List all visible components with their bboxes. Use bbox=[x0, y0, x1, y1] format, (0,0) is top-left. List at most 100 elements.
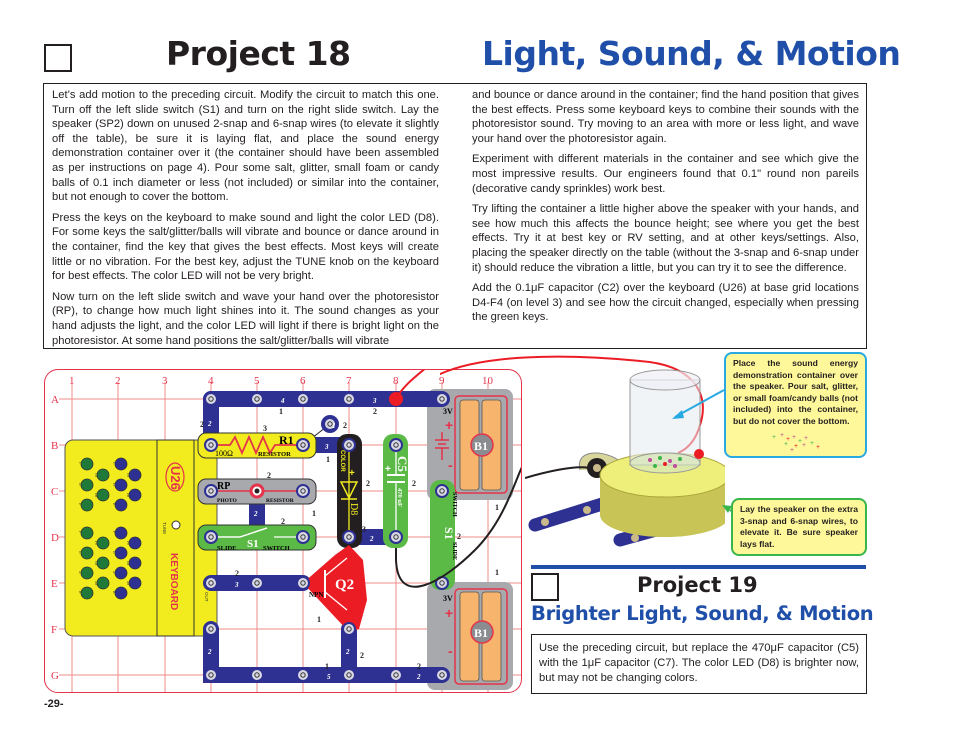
snap-stud bbox=[296, 668, 310, 682]
grid-col-label: 3 bbox=[162, 375, 168, 387]
grid-col-label: 10 bbox=[482, 375, 494, 387]
blue-key[interactable] bbox=[128, 488, 142, 502]
project-18-checkbox[interactable] bbox=[44, 44, 72, 72]
cap-value: 470 uF bbox=[396, 488, 403, 507]
green-key[interactable] bbox=[80, 457, 94, 471]
key-label: F bbox=[78, 531, 82, 533]
level-label: 1 bbox=[326, 455, 330, 464]
snap-stud bbox=[389, 530, 403, 544]
resistor-id: R1 bbox=[279, 433, 294, 447]
blue-key[interactable] bbox=[114, 526, 128, 540]
svg-text:+: + bbox=[790, 446, 794, 453]
grid-row-label: G bbox=[51, 670, 59, 682]
green-key[interactable] bbox=[80, 546, 94, 560]
keyboard-u26: U26 TUNE KEYBOARD OUT CDEFGABC#D#F#G#A# … bbox=[64, 439, 218, 637]
grid-row-label: E bbox=[51, 578, 58, 590]
level-label: 2 bbox=[235, 569, 239, 578]
key-label: C bbox=[112, 462, 116, 465]
blue-key[interactable] bbox=[114, 457, 128, 471]
project-19-label: Project 19 bbox=[637, 573, 758, 597]
svg-text:+: + bbox=[794, 442, 798, 450]
green-key[interactable] bbox=[96, 536, 110, 550]
circuit-diagram: 1 2 3 4 5 6 7 8 9 10 A B C D E F G U26 T… bbox=[44, 369, 522, 693]
instructions-right-column: and bounce or dance around in the contai… bbox=[472, 88, 859, 331]
key-label: B bbox=[78, 591, 82, 594]
blue-key[interactable] bbox=[114, 586, 128, 600]
speaker-callout: Lay the speaker on the extra 3-snap and … bbox=[731, 498, 867, 556]
blue-key[interactable] bbox=[114, 566, 128, 580]
battery-b1-bottom: B1 3V + - bbox=[427, 582, 513, 690]
led-label: COLOR bbox=[339, 450, 345, 472]
blue-key[interactable] bbox=[128, 576, 142, 590]
green-key[interactable] bbox=[96, 556, 110, 570]
blue-key[interactable] bbox=[128, 536, 142, 550]
snap-stud bbox=[296, 438, 310, 452]
grid-col-label: 9 bbox=[439, 375, 445, 387]
red-wire-clip bbox=[694, 449, 704, 459]
snap-studs bbox=[204, 392, 449, 682]
green-key[interactable] bbox=[80, 478, 94, 492]
key-label: A bbox=[78, 571, 82, 574]
tune-knob-icon[interactable] bbox=[171, 520, 181, 530]
switch-id: S1 bbox=[247, 538, 259, 550]
resistor-label: RESISTOR bbox=[258, 451, 291, 458]
snap-stud bbox=[342, 668, 356, 682]
snap-stud bbox=[389, 438, 403, 452]
paragraph: Try lifting the container a little highe… bbox=[472, 203, 859, 274]
paragraph: and bounce or dance around in the contai… bbox=[472, 89, 859, 145]
project-18-label: Project 18 bbox=[166, 34, 351, 73]
black-wire bbox=[395, 466, 521, 588]
green-key[interactable] bbox=[80, 566, 94, 580]
green-key[interactable] bbox=[80, 526, 94, 540]
blue-key[interactable] bbox=[114, 546, 128, 560]
green-key[interactable] bbox=[96, 488, 110, 502]
key-label: A# bbox=[126, 581, 130, 586]
green-key[interactable] bbox=[96, 576, 110, 590]
grid-row-label: B bbox=[51, 440, 58, 452]
green-key[interactable] bbox=[96, 468, 110, 482]
minus-sign: - bbox=[448, 643, 453, 659]
snap-stud bbox=[296, 530, 310, 544]
project-19-checkbox[interactable] bbox=[531, 573, 559, 601]
grid-col-label: 2 bbox=[115, 375, 121, 387]
level-label: 2 bbox=[200, 420, 204, 429]
project-19-divider bbox=[531, 565, 866, 569]
level-label: 1 bbox=[279, 407, 283, 416]
instructions-left-column: Let’s add motion to the preceding circui… bbox=[52, 88, 439, 354]
key-label: A bbox=[112, 571, 116, 574]
green-key[interactable] bbox=[80, 498, 94, 512]
container-cylinder bbox=[629, 379, 701, 466]
svg-text:+: + bbox=[810, 439, 814, 447]
blue-key[interactable] bbox=[128, 468, 142, 482]
level-label: 2 bbox=[457, 532, 461, 541]
level-label: 2 bbox=[343, 421, 347, 430]
level-label: 2 bbox=[267, 471, 271, 480]
svg-text:+: + bbox=[802, 441, 806, 449]
blue-key[interactable] bbox=[114, 478, 128, 492]
color-led-d8: COLOR D8 + bbox=[337, 434, 362, 548]
blue-key[interactable] bbox=[128, 556, 142, 570]
paragraph: Let’s add motion to the preceding circui… bbox=[52, 89, 439, 204]
paragraph: Add the 0.1μF capacitor (C2) over the ke… bbox=[472, 282, 859, 324]
project-19-instructions: Use the preceding circuit, but replace t… bbox=[531, 634, 867, 694]
project-18-title: Light, Sound, & Motion bbox=[482, 34, 901, 73]
snap-stud bbox=[342, 438, 356, 452]
green-key[interactable] bbox=[80, 586, 94, 600]
slide-switch-s1-right[interactable]: S1 SWITCH SLIDE bbox=[430, 480, 457, 590]
grid-row-label: F bbox=[51, 624, 57, 636]
key-label: G bbox=[78, 551, 82, 554]
paragraph: Experiment with different materials in t… bbox=[472, 153, 859, 195]
capacitor-c5: C5 470 uF + bbox=[383, 434, 410, 548]
svg-text:+: + bbox=[792, 433, 796, 441]
out-label: OUT bbox=[204, 592, 209, 602]
snap-stud bbox=[342, 530, 356, 544]
instructions-box bbox=[43, 83, 867, 349]
wire-number: 3 bbox=[372, 397, 377, 405]
battery-b1-top: B1 3V + - bbox=[427, 389, 513, 500]
snap-stud bbox=[296, 484, 310, 498]
blue-key[interactable] bbox=[114, 498, 128, 512]
svg-text:+: + bbox=[784, 440, 788, 448]
grid-row-label: D bbox=[51, 532, 59, 544]
key-label: D# bbox=[126, 493, 130, 498]
grid-col-label: 7 bbox=[346, 375, 352, 387]
